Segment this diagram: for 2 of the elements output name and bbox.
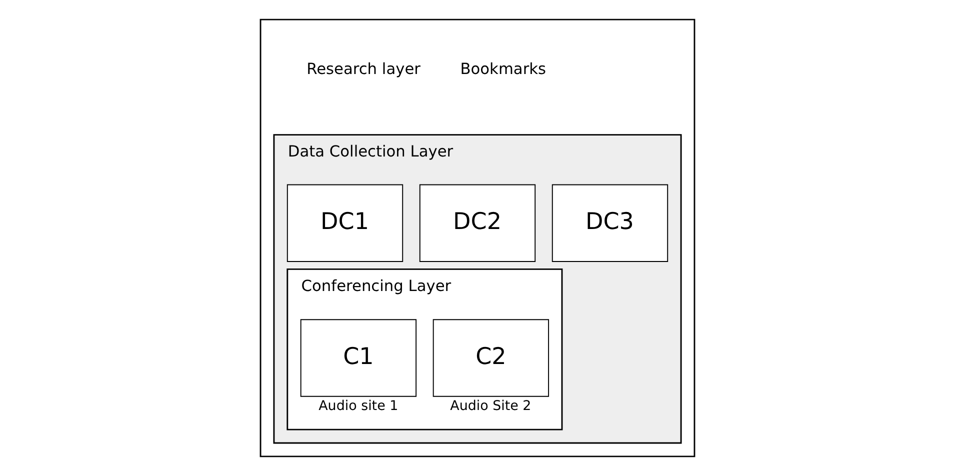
node-label: Audio site 1 [318, 399, 398, 414]
node-label: Audio Site 2 [450, 399, 532, 414]
